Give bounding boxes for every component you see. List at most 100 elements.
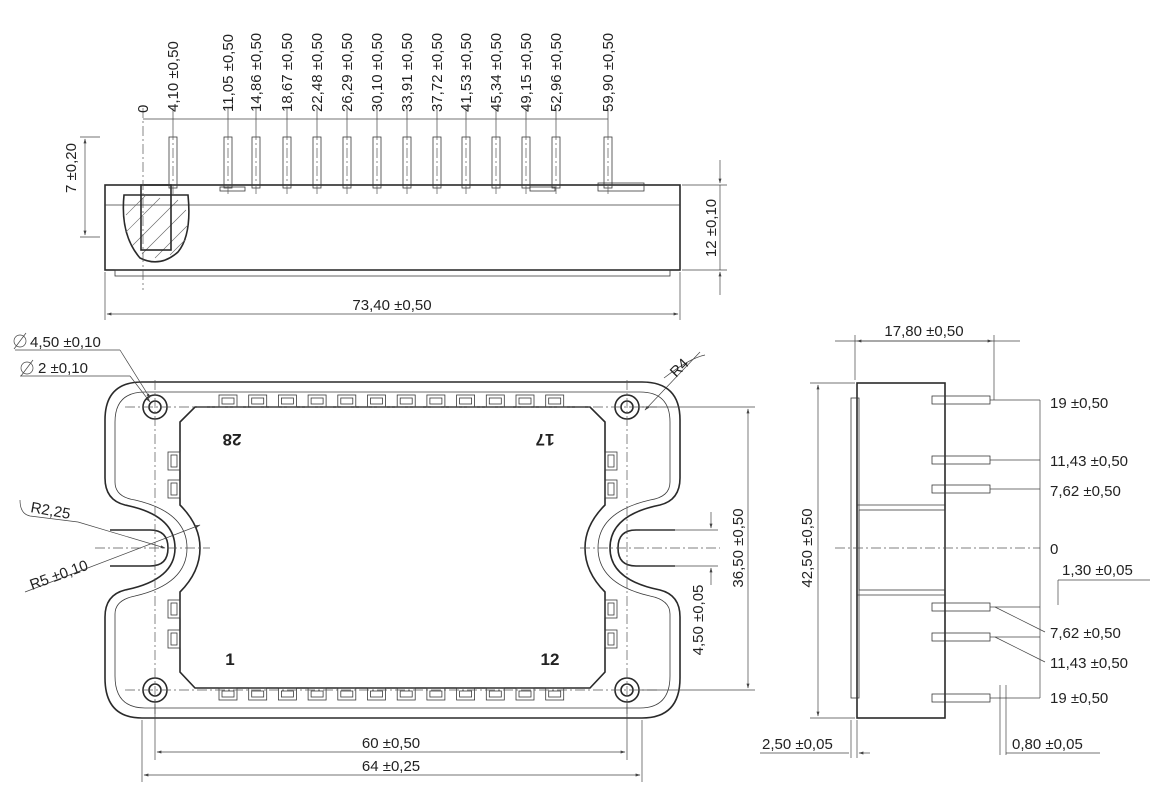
terminal-tab bbox=[604, 629, 618, 649]
top-outline bbox=[104, 381, 681, 719]
terminal-tab bbox=[604, 479, 618, 499]
terminal-tab bbox=[367, 687, 386, 701]
side-pin bbox=[521, 130, 531, 195]
notch-radius-label: R2,25 bbox=[29, 499, 71, 523]
offset-1-30: 1,30 ±0,05 bbox=[1062, 562, 1133, 579]
side-pin bbox=[402, 130, 412, 195]
corner-radius-label: R4 bbox=[667, 355, 693, 381]
section-cutaway bbox=[122, 194, 190, 263]
end-view: 17,80 ±0,50 42,50 ±0,50 19 ±0,50 11,43 ±… bbox=[760, 323, 1150, 758]
pin-position-label: 33,91 ±0,50 bbox=[399, 33, 416, 112]
terminal-tab bbox=[485, 394, 505, 408]
side-overall-length: 73,40 ±0,50 bbox=[352, 297, 431, 314]
pin-label-17: 17 bbox=[536, 430, 555, 449]
side-pin bbox=[491, 130, 501, 195]
side-pin bbox=[372, 130, 382, 195]
side-pin bbox=[223, 130, 233, 195]
side-pin bbox=[251, 130, 261, 195]
side-pin bbox=[603, 130, 613, 195]
terminal-tab bbox=[248, 687, 268, 701]
pin-position-label: 11,05 ±0,50 bbox=[220, 34, 237, 112]
hole-spacing-vertical-label: 36,50 ±0,50 bbox=[730, 508, 747, 587]
offset-11-bottom: 11,43 ±0,50 bbox=[1050, 655, 1128, 672]
terminal-tab bbox=[167, 451, 181, 471]
pin-position-label: 22,48 ±0,50 bbox=[309, 33, 326, 112]
terminal-tab bbox=[396, 687, 416, 701]
side-pin bbox=[168, 130, 178, 195]
terminal-tab bbox=[167, 629, 181, 649]
pin-thickness-label: 0,80 ±0,05 bbox=[1012, 736, 1083, 753]
side-pin bbox=[551, 130, 561, 195]
end-body bbox=[856, 382, 946, 719]
base-offset-label: 2,50 ±0,05 bbox=[762, 736, 833, 753]
offset-19-top: 19 ±0,50 bbox=[1050, 395, 1108, 412]
pin-position-label: 18,67 ±0,50 bbox=[279, 33, 296, 112]
pin-position-label: 26,29 ±0,50 bbox=[339, 33, 356, 112]
inner-frame bbox=[179, 406, 606, 689]
terminal-tab bbox=[545, 687, 565, 701]
terminal-tab bbox=[277, 394, 297, 408]
terminal-tabs bbox=[167, 394, 618, 701]
pin-label-28: 28 bbox=[223, 430, 242, 449]
terminal-tab bbox=[167, 479, 181, 499]
terminal-tab bbox=[396, 394, 416, 408]
terminal-tab bbox=[218, 394, 238, 408]
side-pin bbox=[312, 130, 322, 195]
side-body bbox=[104, 184, 681, 271]
terminal-tab bbox=[604, 599, 618, 619]
end-pin bbox=[931, 484, 1040, 494]
hole-diameter-label: 4,50 ±0,10 bbox=[30, 334, 101, 351]
end-pin bbox=[931, 632, 1040, 642]
hole-spacing-horizontal-label: 60 ±0,50 bbox=[362, 735, 420, 752]
end-depth-label: 17,80 ±0,50 bbox=[884, 323, 963, 340]
side-pin bbox=[432, 130, 442, 195]
pin-position-label: 4,10 ±0,50 bbox=[165, 41, 182, 112]
mounting-holes bbox=[142, 394, 640, 703]
terminal-tab bbox=[337, 394, 357, 408]
pin-label-1: 1 bbox=[225, 650, 234, 669]
inner-diameter-label: 2 ±0,10 bbox=[38, 360, 88, 377]
pin-position-label: 59,90 ±0,50 bbox=[600, 33, 617, 112]
side-pin bbox=[461, 130, 471, 195]
side-pin bbox=[282, 130, 292, 195]
side-body-height: 12 ±0,10 bbox=[703, 199, 720, 257]
notch-width-label: 4,50 ±0,05 bbox=[690, 585, 707, 656]
terminal-tab bbox=[456, 394, 476, 408]
pin-position-label: 14,86 ±0,50 bbox=[248, 33, 265, 112]
pin-position-label: 52,96 ±0,50 bbox=[548, 33, 565, 112]
pin-position-label: 41,53 ±0,50 bbox=[458, 33, 475, 112]
terminal-tab bbox=[218, 687, 238, 701]
overall-width-label: 64 ±0,25 bbox=[362, 758, 420, 775]
offset-19-bottom: 19 ±0,50 bbox=[1050, 690, 1108, 707]
top-view: 28 17 1 12 4,50 ±0,10 2 ±0,10 R4 R2,25 R… bbox=[13, 332, 755, 782]
pin-position-label: 45,34 ±0,50 bbox=[488, 33, 505, 112]
end-pins bbox=[931, 395, 1040, 703]
end-pin bbox=[931, 395, 1040, 405]
terminal-tab bbox=[485, 687, 505, 701]
terminal-tab bbox=[545, 394, 565, 408]
pin-position-label: 37,72 ±0,50 bbox=[429, 33, 446, 112]
side-pins bbox=[168, 130, 613, 195]
terminal-tab bbox=[426, 394, 446, 408]
terminal-tab bbox=[604, 451, 618, 471]
side-pin bbox=[342, 130, 352, 195]
end-pin bbox=[931, 693, 1040, 703]
pin-label-12: 12 bbox=[541, 650, 560, 669]
offset-11-top: 11,43 ±0,50 bbox=[1050, 453, 1128, 470]
pin-position-label: 49,15 ±0,50 bbox=[518, 33, 535, 112]
pin-origin-label: 0 bbox=[135, 105, 152, 113]
offset-zero: 0 bbox=[1050, 541, 1058, 558]
notch-radius-outer-label: R5 ±0,10 bbox=[28, 557, 91, 594]
offset-7-top: 7,62 ±0,50 bbox=[1050, 483, 1121, 500]
terminal-tab bbox=[515, 394, 535, 408]
side-view: 7 ±0,20 12 ±0,10 73,40 ±0,50 0 4,10 ±0,5… bbox=[63, 33, 727, 320]
terminal-tab bbox=[515, 687, 535, 701]
terminal-tab bbox=[367, 394, 386, 408]
pin-position-labels: 4,10 ±0,50 11,05 ±0,50 14,86 ±0,50 18,67 ±0… bbox=[165, 33, 617, 130]
end-pin bbox=[931, 455, 1040, 465]
terminal-tab bbox=[307, 687, 327, 701]
side-pin-height: 7 ±0,20 bbox=[63, 143, 80, 193]
terminal-tab bbox=[426, 687, 446, 701]
pin-position-label: 30,10 ±0,50 bbox=[369, 33, 386, 112]
terminal-tab bbox=[307, 394, 327, 408]
